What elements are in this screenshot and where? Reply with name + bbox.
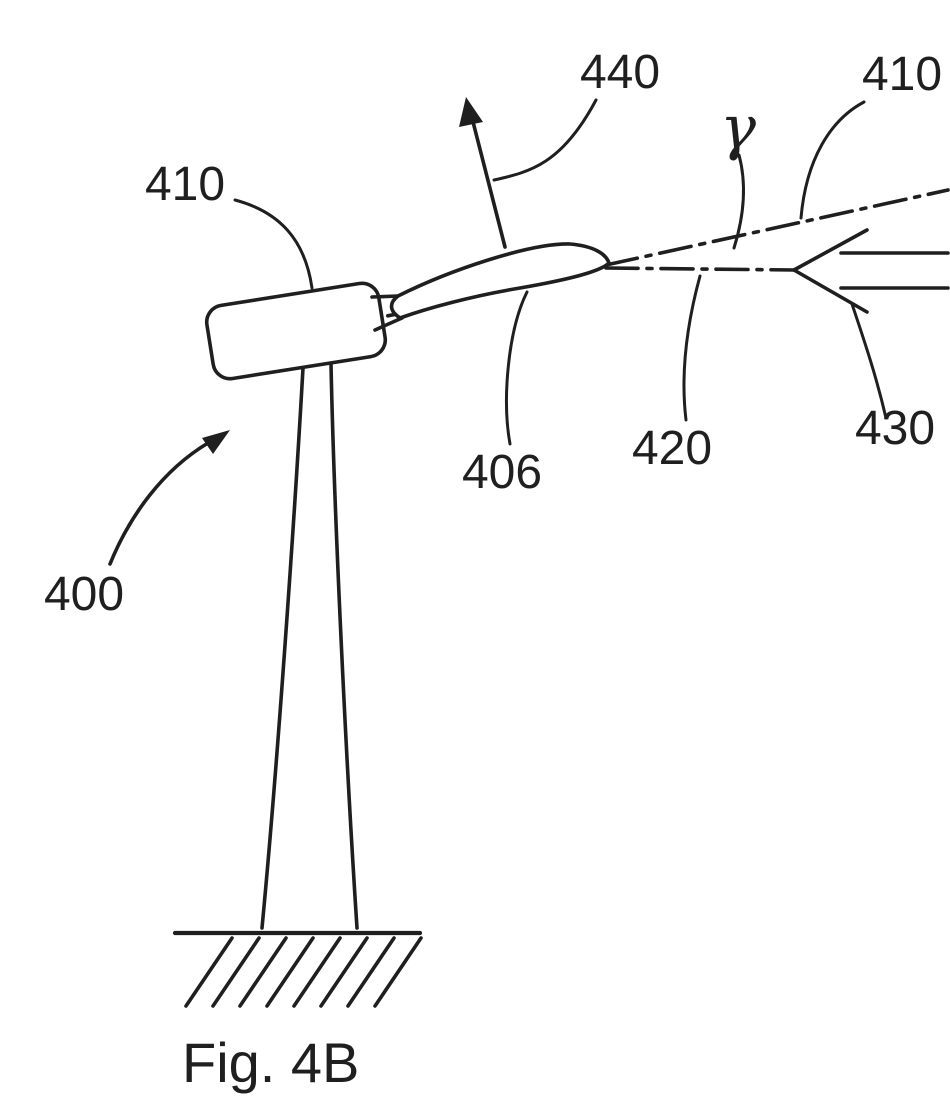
reference-arrow-400-head: [202, 430, 230, 454]
label-gamma: γ: [720, 93, 756, 163]
label-410-top: 410: [862, 48, 942, 101]
leader-406: [505, 290, 529, 446]
reference-arrow-400-shaft: [108, 441, 210, 566]
label-406: 406: [462, 446, 542, 499]
leader-gamma: [732, 153, 746, 250]
axis-end-branch-upper: [792, 228, 869, 272]
direction-arrow-440-shaft: [469, 112, 507, 249]
figure-caption: Fig. 4B: [182, 1031, 359, 1094]
direction-arrow-440-head: [459, 97, 483, 127]
blade-axis-dashdot-line: [604, 188, 950, 267]
label-430: 430: [855, 402, 935, 455]
leader-lines: [233, 98, 888, 446]
label-400: 400: [44, 568, 124, 621]
leader-440: [492, 98, 598, 182]
turbine-structure: [172, 242, 611, 1008]
tower-right-edge: [329, 362, 359, 930]
tower-left-edge: [260, 366, 305, 930]
label-420: 420: [632, 422, 712, 475]
leader-410-top: [799, 100, 866, 220]
label-410-left: 410: [145, 158, 225, 211]
leader-420: [682, 274, 702, 422]
leader-430: [850, 302, 888, 420]
arrows: [108, 97, 507, 566]
rotor-blade: [389, 242, 611, 320]
nacelle: [204, 281, 388, 381]
hub-upper-line: [370, 294, 400, 299]
hub-lower-line: [373, 316, 404, 332]
horizontal-axis-dashdot-line: [604, 266, 796, 272]
label-440: 440: [580, 46, 660, 99]
ground-hatching: [184, 936, 423, 1008]
leader-410-left: [233, 198, 314, 290]
reference-labels: 440 410 γ 410 430 420 406 400: [44, 46, 942, 621]
axis-end-branch-lower: [792, 268, 869, 314]
